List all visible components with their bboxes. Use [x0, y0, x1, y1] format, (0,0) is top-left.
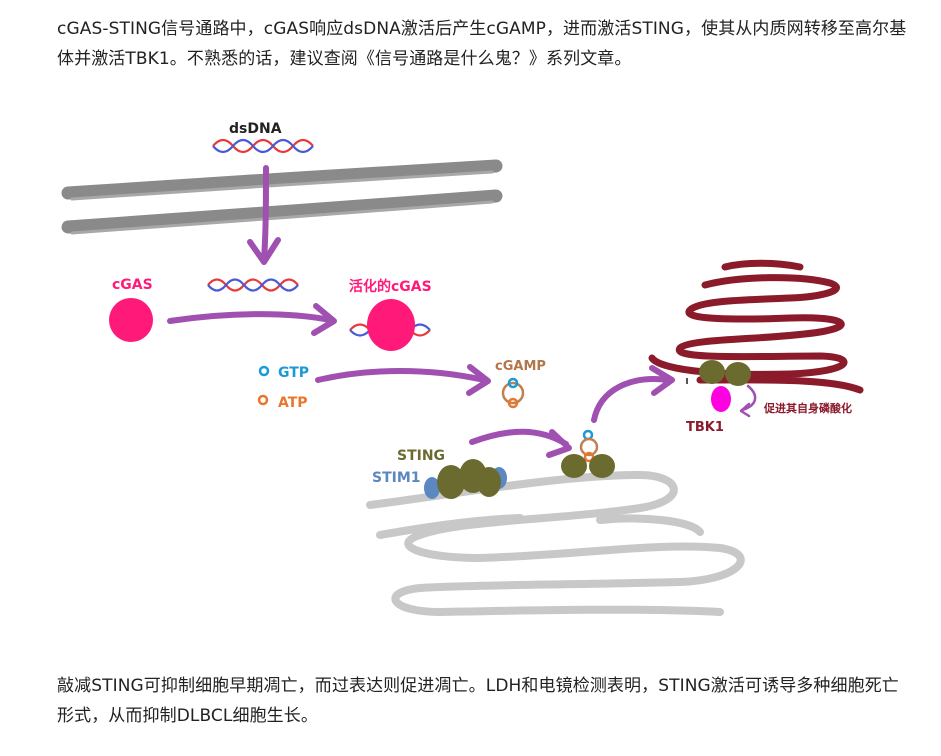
cgas-sting-pathway-diagram: dsDNA cGAS 活化的cGAS GTP ATP cGAMP [61, 121, 864, 616]
golgi-sting-complex [686, 360, 751, 386]
golgi-apparatus [648, 259, 864, 394]
arrow-to-cgamp [315, 364, 491, 396]
autophosphorylation-label: 促进其自身磷酸化 [763, 401, 852, 415]
intro-paragraph: cGAS-STING信号通路中，cGAS响应dsDNA激活后产生cGAMP，进而… [57, 19, 907, 69]
tbk1-kinase [711, 386, 731, 412]
dsdna-strand-top [212, 138, 314, 154]
stim1-label: STIM1 [372, 470, 421, 486]
cgamp-molecule [501, 377, 525, 409]
activated-cgas-enzyme [367, 299, 415, 351]
activated-cgas-label: 活化的cGAS [349, 278, 432, 295]
sting-stim1-complex [424, 459, 507, 499]
gtp-icon [258, 365, 270, 377]
arrow-to-golgi [591, 365, 675, 423]
arrow-sting-activation [469, 428, 572, 458]
cgas-enzyme [109, 298, 153, 342]
atp-icon [257, 394, 269, 406]
tbk1-label: TBK1 [686, 420, 724, 435]
gtp-label: GTP [278, 365, 309, 381]
arrow-dsdna-to-cgas [247, 165, 281, 265]
dsdna-label: dsDNA [229, 121, 282, 137]
sting-label: STING [397, 448, 445, 464]
result-paragraph: 敲减STING可抑制细胞早期凋亡，而过表达则促进凋亡。LDH和电镜检测表明，ST… [57, 676, 899, 726]
activated-sting-complex [561, 429, 615, 478]
arrow-cgas-activation [167, 303, 337, 336]
cgas-label: cGAS [112, 277, 153, 293]
autophosphorylation-arrow [739, 384, 757, 418]
cell-membrane [61, 159, 503, 235]
cgamp-label: cGAMP [495, 359, 546, 374]
atp-label: ATP [278, 395, 308, 411]
dsdna-strand-middle [207, 278, 299, 292]
endoplasmic-reticulum [366, 471, 745, 616]
